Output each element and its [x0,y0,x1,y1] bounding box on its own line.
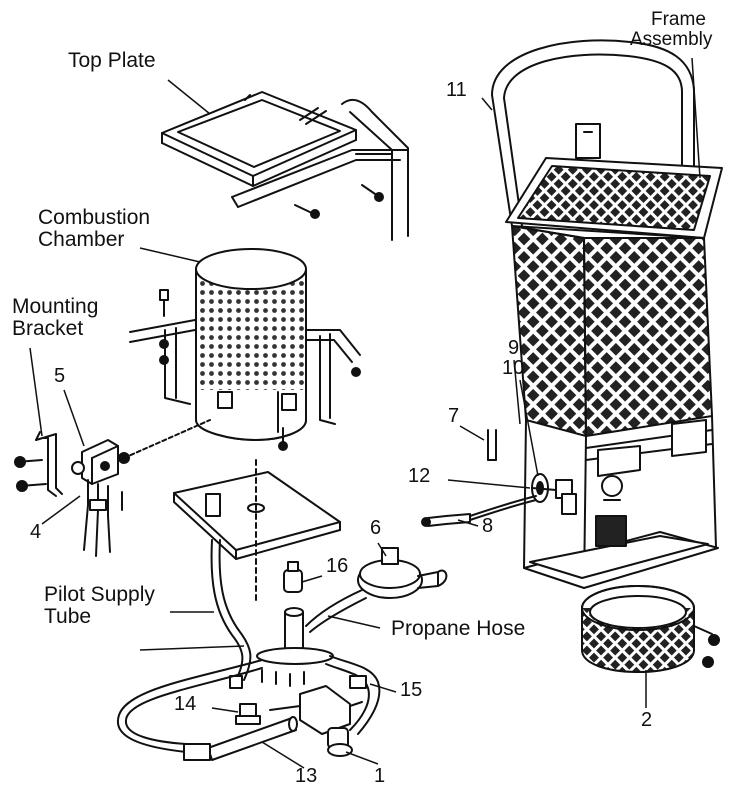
part-number-5: 5 [54,365,66,387]
ring-guard-part-2 [581,585,720,673]
combustion-chamber-part [195,248,307,441]
part-number-15: 15 [400,679,423,701]
electrode-part-7 [487,429,497,461]
top-rail-part [231,98,409,241]
part-number-9: 9 [508,337,520,359]
burner-tube-part [256,607,334,687]
top-plate-part [161,91,357,187]
label-combustion-chamber-line1: Combustion [38,206,151,229]
control-knob-part-12 [531,473,577,515]
chamber-screws [159,289,361,451]
bracket-5-part [71,419,211,485]
propane-hose-part [305,589,367,633]
top-screws [294,184,384,219]
part-number-4: 4 [30,521,42,543]
part-number-13: 13 [295,765,318,787]
part-number-14: 14 [174,693,197,715]
burner-plate-part [173,459,341,601]
label-mounting-bracket-line1: Mounting [12,295,99,318]
tube-part-13 [183,716,298,761]
part-number-11: 11 [446,79,467,101]
part-number-8: 8 [482,515,494,537]
part-number-6: 6 [370,517,382,539]
label-pilot-supply-tube-line2: Tube [44,605,92,629]
part-number-7: 7 [448,405,460,427]
label-combustion-chamber: Combustion Chamber [38,206,151,252]
hose-part-15 [325,655,381,735]
chamber-rails [129,319,361,433]
label-frame-assembly-line2: Assembly [630,28,713,50]
label-mounting-bracket-line2: Bracket [12,317,84,341]
gas-valve-part-1 [269,685,363,757]
fitting-part-14 [235,703,261,725]
igniter-part-8 [421,495,537,527]
part-number-16: 16 [326,555,349,577]
part-number-2: 2 [641,709,653,731]
part-number-10: 10 [502,357,525,379]
frame-assembly-part [491,39,723,589]
label-pilot-supply-tube-line1: Pilot Supply [44,583,155,606]
part-number-12: 12 [408,465,431,487]
part-number-1: 1 [374,765,386,787]
mounting-bracket-part [14,431,63,497]
label-mounting-bracket: Mounting Bracket [12,295,99,341]
thermocouple-part-4 [83,479,123,557]
pilot-loop-tube [116,659,263,753]
regulator-part-6 [357,547,448,599]
leader-lines [29,57,701,769]
label-pilot-supply-tube: Pilot Supply Tube [44,583,155,629]
label-top-plate: Top Plate [68,49,156,72]
label-frame-assembly: Frame Assembly [630,9,712,50]
orifice-part-16 [283,561,303,593]
label-combustion-chamber-line2: Chamber [38,228,125,252]
label-frame-assembly-line1: Frame [651,9,706,30]
label-propane-hose: Propane Hose [391,617,526,640]
pilot-supply-tube-part [210,539,252,689]
